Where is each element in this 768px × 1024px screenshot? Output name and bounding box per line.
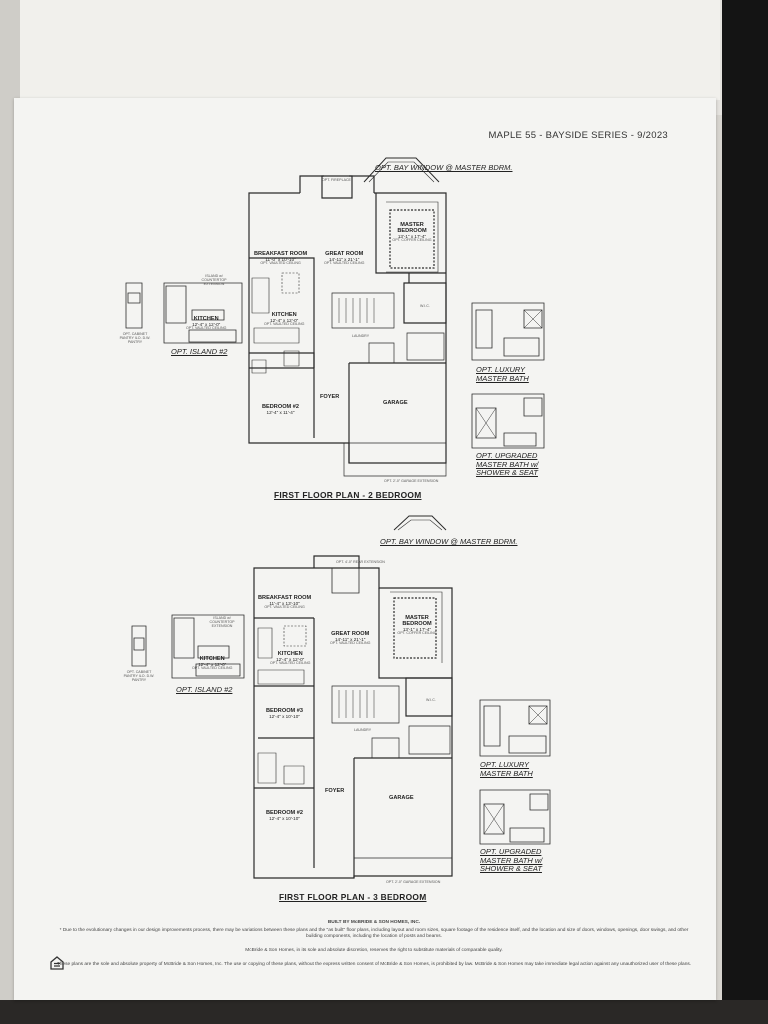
plan-3br-pantry-note: OPT. CABINET PANTRY ILO. D.W. PANTRY [123,670,155,682]
plan-3br-opt-island-label: OPT. ISLAND #2 [176,685,233,694]
plan-2br-breakfast-room: BREAKFAST ROOM 11'-0" x 10'-10" OPT. VAU… [254,251,307,266]
footer-disclaimer-3: These plans are the sole and absolute pr… [56,962,692,967]
footer-builder: BUILT BY McBRIDE & SON HOMES, INC. [327,920,421,925]
plan-3br-breakfast-room: BREAKFAST ROOM 11'-4" x 13'-10" OPT. VAU… [258,595,311,610]
room-name: MASTER BEDROOM [402,615,432,628]
room-name: GREAT ROOM [325,251,364,257]
plan-2br-opt-island-label: OPT. ISLAND #2 [171,347,228,356]
plan-3br-luxury-bath [479,699,551,757]
background-dark-surface [722,0,768,1024]
plan-3br-title: FIRST FLOOR PLAN - 3 BEDROOM [279,892,427,902]
plan-3br-rear-extension: OPT. 4'-0" REAR EXTENSION [336,560,385,564]
plan-2br-luxury-bath [471,302,545,361]
plan-2br-opt-upgraded-bath: OPT. UPGRADED MASTER BATH w/ SHOWER & SE… [476,451,539,478]
plan-2br-island-option [125,282,243,344]
background-sheet [20,0,720,100]
plan-2br-kitchen: KITCHEN 12'-4" x 12'-0" OPT. VAULTED CEI… [264,312,304,327]
footer-disclaimer-1: * Due to the evolutionary changes in our… [59,928,689,940]
room-name: BREAKFAST ROOM [258,595,312,601]
room-name: KITCHEN [277,651,303,657]
plan-3br-garage-extension: OPT. 2'-0" GARAGE EXTENSION [386,880,441,884]
plan-3br-kitchen: KITCHEN 12'-4" x 12'-0" OPT. VAULTED CEI… [270,651,310,666]
sheet-header: MAPLE 55 - BAYSIDE SERIES - 9/2023 [488,130,668,141]
plan-2br-opt-bay-window: OPT. BAY WINDOW @ MASTER BDRM. [375,163,513,172]
room-note: OPT. VAULTED CEILING [324,261,365,266]
plan-3br-laundry: LAUNDRY [354,728,372,732]
room-dimensions: 12'-4" x 10'-10" [269,816,300,822]
plan-3br-opt-upgraded-bath: OPT. UPGRADED MASTER BATH w/ SHOWER & SE… [480,847,543,874]
plan-2br-upgraded-bath [471,393,545,449]
plan-2br-garage-extension: OPT. 2'-0" GARAGE EXTENSION [384,479,439,483]
plan-2br-wic: W.I.C. [420,304,430,308]
plan-2br-great-room: GREAT ROOM 14'-11" x 21'-1" OPT. VAULTED… [324,251,364,266]
plan-2br-opt-fireplace: OPT. FIREPLACE [322,178,351,182]
room-note: OPT. VAULTED CEILING [260,261,301,266]
room-note: OPT. VAULTED CEILING [270,661,311,666]
plan-3br-walls [253,515,453,879]
plan-3br-opt-luxury-bath: OPT. LUXURY MASTER BATH [480,760,533,778]
plan-2br-foyer: FOYER [320,394,340,400]
plan-3br-opt-bay-window: OPT. BAY WINDOW @ MASTER BDRM. [380,537,518,546]
floor-plan-sheet: MAPLE 55 - BAYSIDE SERIES - 9/2023 [14,98,716,1000]
plan-3br-upgraded-bath [479,789,551,845]
room-dimensions: 12'-4" x 12'-0" [276,657,305,663]
plan-3br-wic: W.I.C. [426,698,436,702]
plan-2br-opt-luxury-bath: OPT. LUXURY MASTER BATH [476,365,529,383]
room-name: BEDROOM #2 [266,810,303,816]
room-dimensions: 12'-4" x 11'-4" [266,410,295,416]
room-dimensions: 13'-1" x 17'-4" [397,234,427,240]
room-note: OPT. VAULTED CEILING [264,605,305,610]
room-dimensions: 13'-1" x 17'-4" [402,627,432,633]
room-name: KITCHEN [199,656,225,662]
room-name: BEDROOM #3 [266,708,303,714]
plan-3br-foyer: FOYER [325,788,345,794]
room-name: KITCHEN [193,316,219,322]
background-floor [0,1000,768,1024]
plan-2br-title: FIRST FLOOR PLAN - 2 BEDROOM [274,490,422,500]
room-dimensions: 12'-4" x 12'-0" [198,662,227,668]
room-note: OPT. VAULTED CEILING [330,641,371,646]
plan-2br-island-note: ISLAND w/ COUNTERTOP EXTENSION [201,274,227,286]
footer-disclaimer-2: McBride & Son Homes, in its sole and abs… [245,948,503,953]
plan-3br-great-room: GREAT ROOM 14'-11" x 21'-1" OPT. VAULTED… [330,631,370,646]
room-name: KITCHEN [271,312,297,318]
plan-2br-master-bedroom: MASTER BEDROOM 13'-1" x 17'-4" OPT. COFF… [391,222,433,243]
room-name: GREAT ROOM [331,631,370,637]
room-note: OPT. VAULTED CEILING [192,666,233,671]
room-dimensions: 12'-4" x 12'-0" [270,318,299,324]
room-dimensions: 12'-4" x 12'-0" [192,322,221,328]
room-dimensions: 14'-11" x 21'-1" [334,637,366,643]
room-name: BEDROOM #2 [262,404,299,410]
room-name: BREAKFAST ROOM [254,251,308,257]
plan-3br-island-kitchen: KITCHEN 12'-4" x 12'-0" OPT. VAULTED CEI… [192,656,232,671]
room-dimensions: 11'-4" x 13'-10" [269,601,300,607]
room-dimensions: 11'-0" x 10'-10" [265,257,296,263]
plan-3br-bedroom-3: BEDROOM #3 12'-4" x 10'-10" [266,708,303,719]
plan-2br-walls [248,157,447,477]
room-note: OPT. COFFER CEILING [392,238,432,243]
plan-2br-bedroom-2: BEDROOM #2 12'-4" x 11'-4" [262,404,299,415]
room-dimensions: 12'-4" x 10'-10" [269,714,300,720]
room-note: OPT. COFFER CEILING [397,631,437,636]
plan-2br-pantry-note: OPT. CABINET PANTRY ILO. D.W. PANTRY [119,332,151,344]
plan-3br-island-option [131,614,245,679]
plan-3br-island-note: ISLAND w/ COUNTERTOP EXTENSION [209,616,235,628]
room-name: MASTER BEDROOM [397,222,427,235]
plan-3br-master-bedroom: MASTER BEDROOM 13'-1" x 17'-4" OPT. COFF… [396,615,438,636]
floor-plan-drawing [125,157,551,879]
plan-2br-island-kitchen: KITCHEN 12'-4" x 12'-0" OPT. VAULTED CEI… [186,316,226,331]
equal-housing-logo-icon [50,956,64,970]
plan-3br-garage: GARAGE [389,795,414,801]
plan-2br-laundry: LAUNDRY [352,334,370,338]
room-dimensions: 14'-11" x 21'-1" [328,257,360,263]
plan-2br-garage: GARAGE [383,400,408,406]
plan-3br-bedroom-2: BEDROOM #2 12'-4" x 10'-10" [266,810,303,821]
room-note: OPT. VAULTED CEILING [186,326,227,331]
room-note: OPT. VAULTED CEILING [264,322,305,327]
